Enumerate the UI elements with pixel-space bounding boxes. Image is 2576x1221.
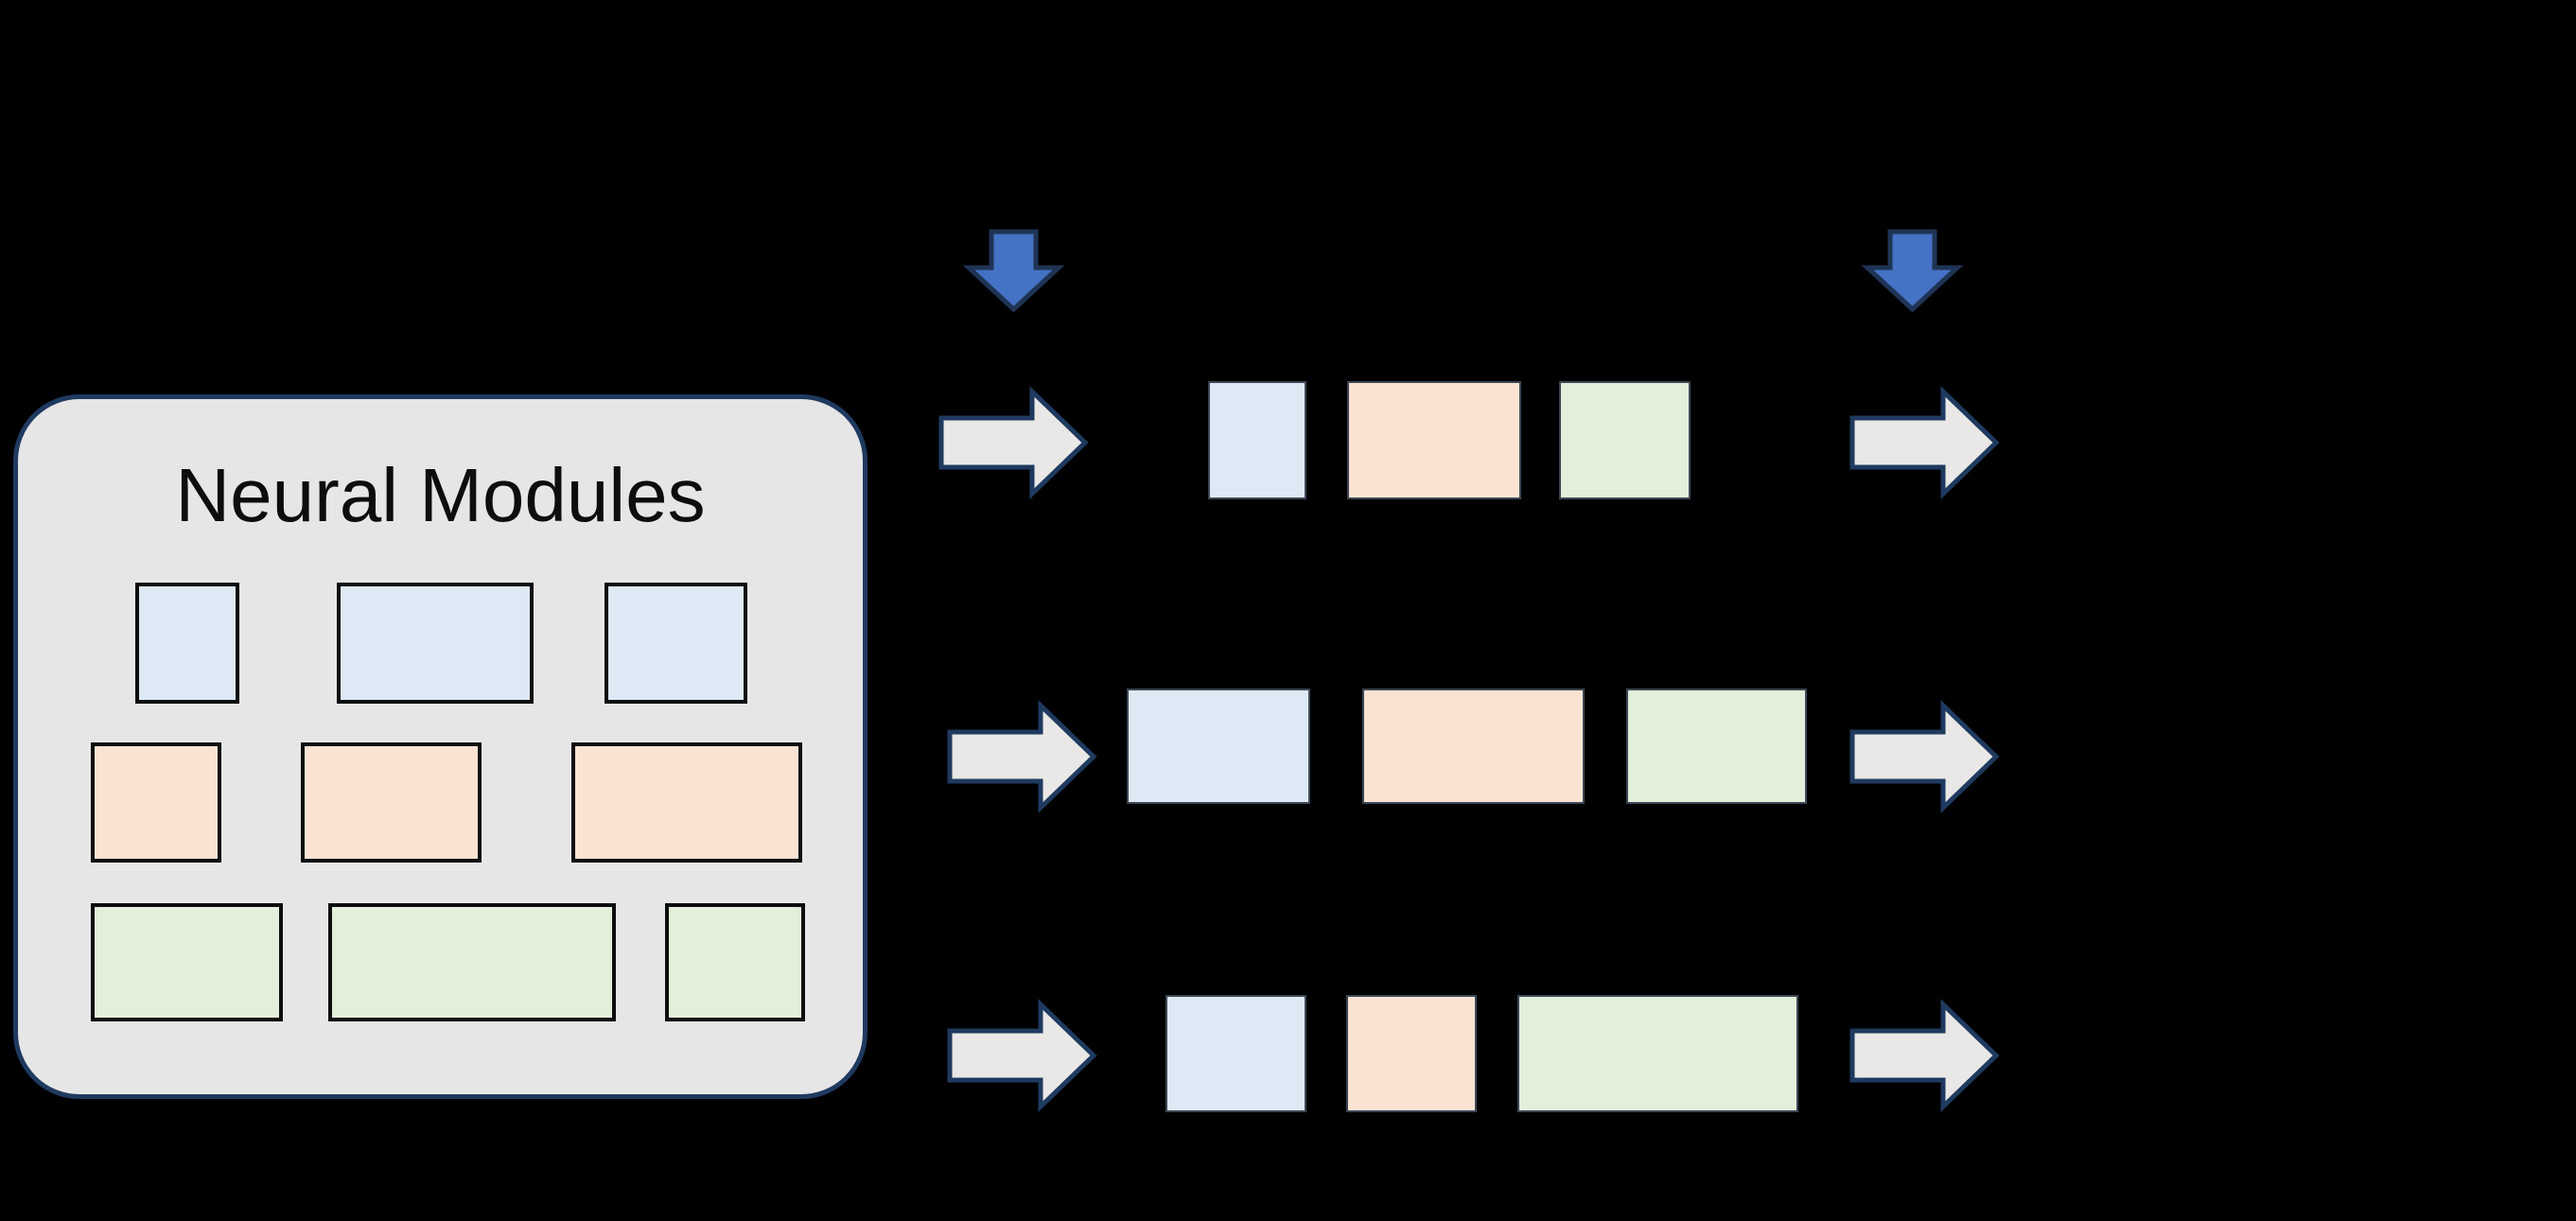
flow-block-peach <box>1362 689 1585 804</box>
right-arrow-icon <box>947 700 1097 813</box>
down-arrow-icon <box>1861 229 1963 313</box>
flow-block-blue <box>1165 995 1306 1112</box>
module-block-green <box>665 903 805 1021</box>
module-block-peach <box>91 742 221 863</box>
module-block-blue <box>135 583 239 704</box>
neural-modules-title: Neural Modules <box>175 453 706 537</box>
module-block-blue <box>337 583 534 704</box>
flow-block-green <box>1517 995 1798 1112</box>
flow-block-blue <box>1208 381 1306 499</box>
right-arrow-icon <box>1849 999 2000 1112</box>
flow-block-peach <box>1346 995 1477 1112</box>
module-block-green <box>328 903 616 1021</box>
right-arrow-icon <box>938 386 1089 499</box>
module-block-peach <box>301 742 482 863</box>
module-block-peach <box>571 742 802 863</box>
right-arrow-icon <box>1849 700 2000 813</box>
module-block-green <box>91 903 283 1021</box>
module-block-blue <box>605 583 747 704</box>
right-arrow-icon <box>1849 386 2000 499</box>
flow-block-blue <box>1127 689 1310 804</box>
flow-block-green <box>1559 381 1691 499</box>
flow-block-green <box>1626 689 1807 804</box>
down-arrow-icon <box>962 229 1064 313</box>
flow-block-peach <box>1347 381 1521 499</box>
right-arrow-icon <box>947 999 1097 1112</box>
